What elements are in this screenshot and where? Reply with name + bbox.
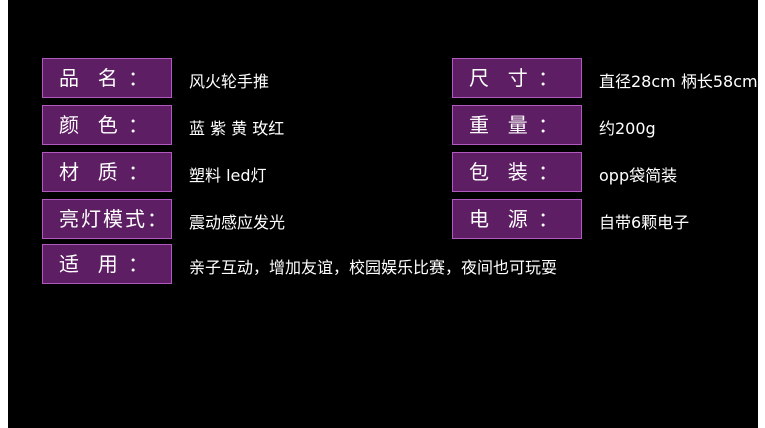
- color-label: 颜 色 ：: [42, 105, 172, 145]
- material-label: 材 质 ：: [42, 152, 172, 192]
- package-value: opp袋简装: [599, 166, 678, 185]
- size-value: 直径28cm 柄长58cm: [599, 72, 758, 91]
- weight-label: 重 量 ：: [452, 105, 582, 145]
- usage-value: 亲子互动，增加友谊，校园娱乐比赛，夜间也可玩耍: [189, 258, 558, 277]
- color-value: 蓝 紫 黄 玫红: [189, 119, 285, 138]
- package-label: 包 装 ：: [452, 152, 582, 192]
- light-mode-label: 亮灯模式：: [42, 199, 172, 239]
- material-value: 塑料 led灯: [189, 166, 267, 185]
- power-value: 自带6颗电子: [599, 213, 690, 232]
- weight-value: 约200g: [599, 119, 656, 138]
- size-label: 尺 寸 ：: [452, 58, 582, 98]
- power-label: 电 源 ：: [452, 199, 582, 239]
- usage-label: 适 用 ：: [42, 244, 172, 284]
- name-label: 品 名 ：: [42, 58, 172, 98]
- light-mode-value: 震动感应发光: [189, 213, 286, 232]
- name-value: 风火轮手推: [189, 72, 270, 91]
- spec-panel: 品 名 ： 风火轮手推 尺 寸 ： 直径28cm 柄长58cm 颜 色 ： 蓝 …: [8, 0, 758, 428]
